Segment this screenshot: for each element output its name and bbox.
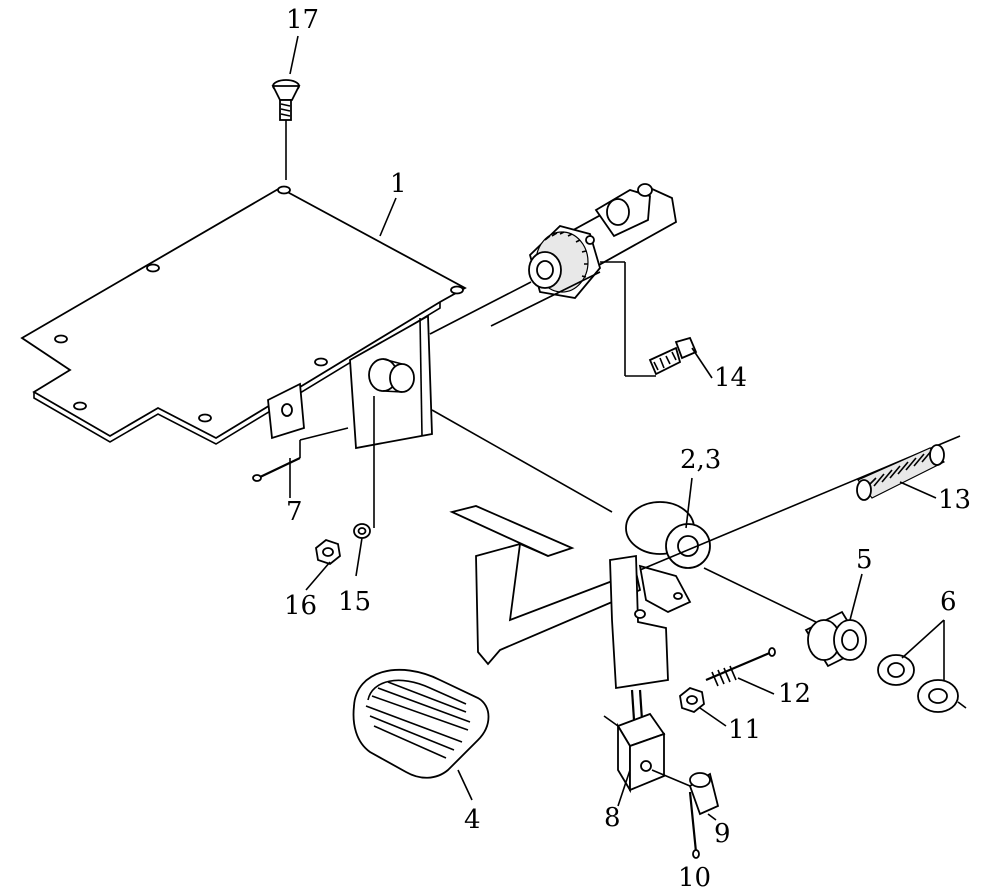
callout-13: 13 [938,485,971,515]
callout-12: 12 [778,679,811,709]
callout-8: 8 [604,803,621,833]
part-17-screw [271,79,301,180]
callout-4: 4 [464,805,481,835]
part-10-split-pin [688,791,700,859]
callout-2-3: 2,3 [680,445,721,475]
callout-10: 10 [678,863,711,893]
part-12-threaded-pin [705,647,776,695]
leader-2-3 [685,477,693,529]
part-1-plate [20,185,467,450]
part-7-pin [252,427,349,498]
assembly-line-main [431,409,613,513]
part-14-bolt [648,336,713,379]
leader-1 [379,197,397,237]
callout-16: 16 [284,591,317,621]
part-2-3-pedal-lever [449,501,711,721]
part-13-spring [856,444,946,501]
part-4-pedal-pad [352,668,490,801]
shaft-with-gear-flange [429,183,677,377]
part-11-nut [679,686,727,727]
callout-1: 1 [390,169,407,199]
callout-15: 15 [338,587,371,617]
callout-5: 5 [856,545,873,575]
callout-17: 17 [286,5,319,35]
callout-6: 6 [940,587,957,617]
part-6-washers [877,619,967,713]
part-9-clevis-pin [688,772,720,821]
callout-11: 11 [728,715,761,745]
part-8-clevis [603,712,691,807]
leader-17 [289,35,299,75]
callout-14: 14 [714,363,747,393]
part-16-nut [305,538,341,591]
callout-9: 9 [714,819,731,849]
callout-7: 7 [286,497,303,527]
assembly-line-axis-lower [703,567,821,625]
part-15-washer [353,523,371,577]
part-5-bushing [804,573,867,668]
